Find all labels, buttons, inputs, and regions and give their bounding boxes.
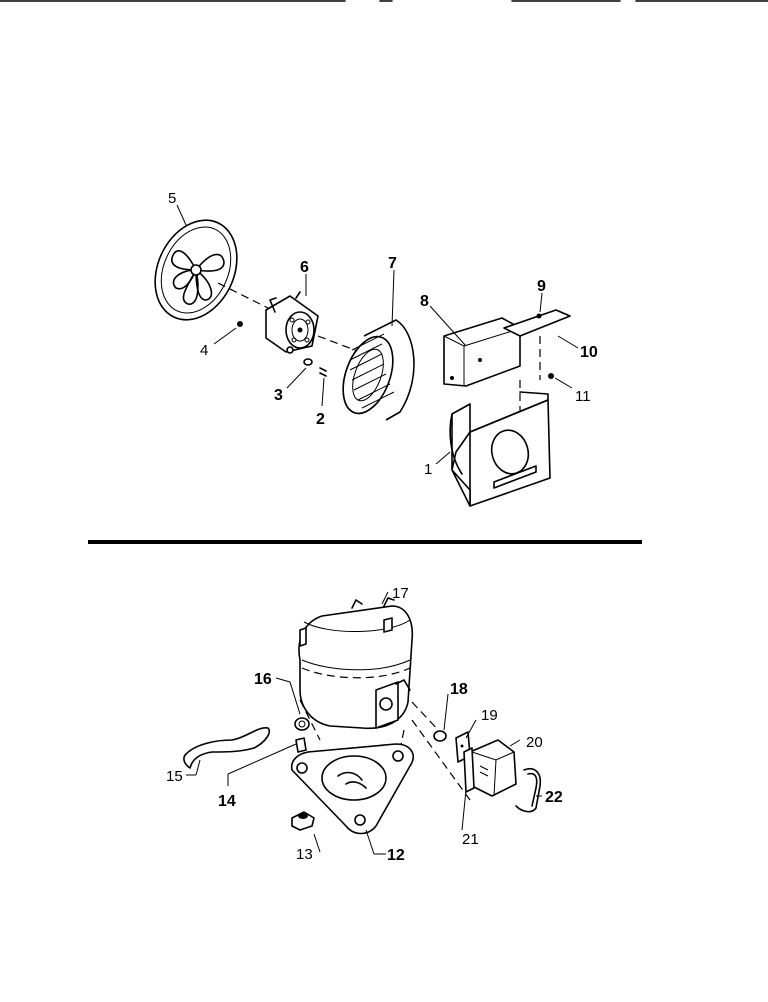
relay-20-part xyxy=(469,739,517,797)
callout-17: 17 xyxy=(392,585,409,602)
cover-21-part xyxy=(463,747,475,793)
clip-2-part xyxy=(319,367,327,377)
callout-6: 6 xyxy=(300,259,309,276)
callout-1: 1 xyxy=(424,461,432,478)
callout-9: 9 xyxy=(537,278,546,295)
tube-15-part xyxy=(183,727,270,769)
mounting-bracket-part xyxy=(443,317,523,387)
wire-clip-22-part xyxy=(515,768,542,813)
blower-housing-part xyxy=(449,391,551,507)
callout-15: 15 xyxy=(166,768,183,785)
callout-13: 13 xyxy=(296,846,313,863)
callout-20: 20 xyxy=(526,734,543,751)
screw-9-part xyxy=(536,313,542,319)
screw-4-part xyxy=(237,321,243,327)
callout-21: 21 xyxy=(462,831,479,848)
callout-19: 19 xyxy=(481,707,498,724)
blower-wheel-part xyxy=(342,319,415,421)
callout-16: 16 xyxy=(254,671,272,688)
blower-motor-part xyxy=(265,291,319,354)
callout-2: 2 xyxy=(316,411,325,428)
callout-7: 7 xyxy=(388,255,397,272)
screw-11-part xyxy=(548,373,554,379)
callout-12: 12 xyxy=(387,847,405,864)
sleeve-14-part xyxy=(295,737,307,753)
callout-11: 11 xyxy=(575,388,591,405)
grommet-16-part xyxy=(294,717,310,731)
compressor-part xyxy=(298,597,414,730)
strap-10-part xyxy=(503,309,571,337)
callout-3: 3 xyxy=(274,387,283,404)
callout-8: 8 xyxy=(420,293,429,310)
callout-4: 4 xyxy=(200,342,208,359)
callout-10: 10 xyxy=(580,344,598,361)
callout-18: 18 xyxy=(450,681,468,698)
callout-22: 22 xyxy=(545,789,563,806)
callout-5: 5 xyxy=(168,190,176,207)
nut-3-part xyxy=(303,358,313,366)
callout-14: 14 xyxy=(218,793,236,810)
grommet-18-part xyxy=(433,730,447,742)
leader-lines xyxy=(176,204,579,855)
base-plate-part xyxy=(290,743,414,835)
fan-guard-part xyxy=(154,219,238,321)
foot-13-part xyxy=(291,811,315,831)
